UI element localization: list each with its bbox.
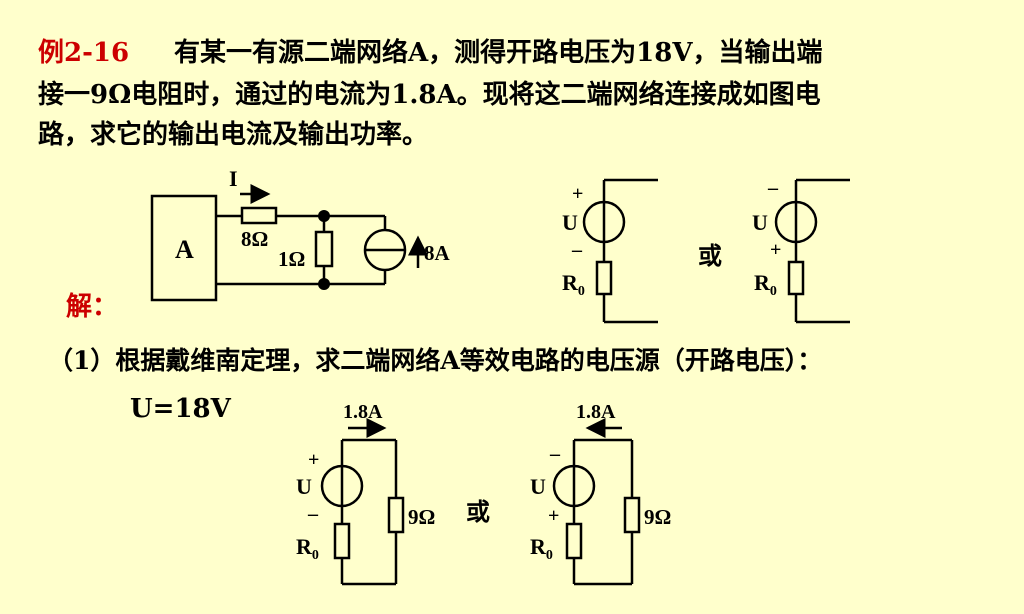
source-8a-label: 8A <box>424 241 451 265</box>
result-voltage: U=18V <box>130 394 231 424</box>
load-b-9ohm: 9Ω <box>644 505 671 529</box>
equivalent-source-a <box>582 178 658 324</box>
current-label-i: I <box>229 166 238 191</box>
load-b-r0: R0 <box>530 534 553 563</box>
load-a-current: 1.8A <box>343 401 383 423</box>
load-b-minus: – <box>549 443 561 465</box>
solution-label: 解： <box>66 292 119 322</box>
resistor-1ohm <box>314 230 334 268</box>
network-a-box <box>150 194 218 302</box>
equiv-a-plus: + <box>572 183 583 205</box>
equiv-a-minus: – <box>571 239 583 261</box>
equiv-b-plus: + <box>770 239 781 261</box>
problem-line-3: 路，求它的输出电流及输出功率。 <box>38 120 429 150</box>
load-b-current: 1.8A <box>576 401 616 423</box>
node-top <box>318 210 330 222</box>
load-b-plus: + <box>548 505 559 527</box>
resistor-1ohm-label: 1Ω <box>278 247 305 271</box>
equivalent-source-b <box>774 178 850 324</box>
load-circuit-b <box>552 418 641 586</box>
equiv-b-u: U <box>752 210 768 235</box>
load-a-u: U <box>296 474 312 499</box>
equiv-a-r0: R0 <box>562 270 585 299</box>
resistor-8ohm <box>240 206 278 225</box>
resistor-8ohm-label: 8Ω <box>241 227 268 251</box>
network-a-label: A <box>175 235 194 264</box>
load-a-9ohm: 9Ω <box>408 505 435 529</box>
or-label-bottom: 或 <box>466 499 490 526</box>
example-label: 例2-16 <box>38 38 130 68</box>
load-a-r0: R0 <box>296 534 319 563</box>
equiv-b-r0: R0 <box>754 270 777 299</box>
load-resistor-b <box>623 496 641 534</box>
load-a-plus: + <box>308 449 319 471</box>
load-b-u: U <box>530 474 546 499</box>
problem-line-1: 有某一有源二端网络A，测得开路电压为18V，当输出端 <box>174 38 823 68</box>
problem-line-2: 接一9Ω电阻时，通过的电流为1.8A。现将这二端网络连接成如图电 <box>38 80 821 110</box>
load-a-minus: – <box>307 503 319 525</box>
node-bottom <box>318 278 330 290</box>
load-resistor-a <box>387 496 405 534</box>
solution-step-1: （1）根据戴维南定理，求二端网络A等效电路的电压源（开路电压）： <box>48 346 823 375</box>
or-label-top: 或 <box>698 243 722 270</box>
equiv-a-u: U <box>562 210 578 235</box>
circuit-network-a <box>150 184 428 302</box>
load-circuit-a <box>320 418 405 586</box>
equiv-b-minus: – <box>767 177 779 199</box>
